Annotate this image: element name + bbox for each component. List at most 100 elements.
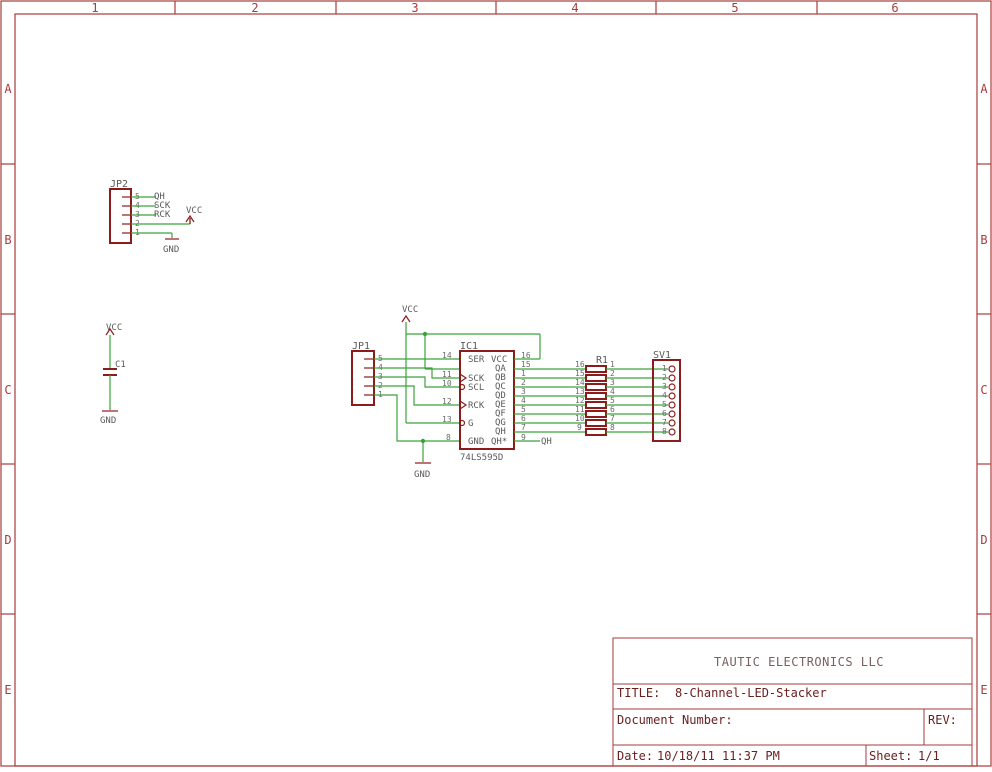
- jp1-ref: JP1: [352, 341, 370, 352]
- ic1-shift-register: IC1 SER SCK SCL RCK G GND VCC QA QB QC Q…: [442, 341, 531, 463]
- frame-column-labels: 1 2 3 4 5 6: [91, 1, 898, 15]
- r1-right-6: 6: [610, 405, 615, 414]
- title-value: 8-Channel-LED-Stacker: [675, 686, 827, 700]
- ic1-num-7: 7: [521, 423, 526, 432]
- r1-right-5: 5: [610, 396, 615, 405]
- company-name: TAUTIC ELECTRONICS LLC: [714, 655, 884, 669]
- column-label-6: 6: [891, 1, 898, 15]
- sv1-ref: SV1: [653, 350, 671, 361]
- r1-right-3: 3: [610, 378, 615, 387]
- sv1-pin-1: 1: [662, 364, 667, 373]
- column-label-5: 5: [731, 1, 738, 15]
- row-label-c-left: C: [4, 383, 11, 397]
- ic1-pin-qc: QC: [495, 382, 506, 392]
- row-label-e-right: E: [980, 683, 987, 697]
- r1-left-15: 15: [575, 369, 585, 378]
- sheet-value: 1/1: [918, 749, 940, 763]
- r1-left-9: 9: [577, 423, 582, 432]
- sv1-pin-2: 2: [662, 373, 667, 382]
- ic1-pin-sck: SCK: [468, 374, 485, 384]
- column-label-2: 2: [251, 1, 258, 15]
- ic1-num-10: 10: [442, 379, 452, 388]
- c1-ref: C1: [115, 360, 126, 370]
- ic1-output-wires: QH: [514, 358, 586, 447]
- ic1-num-13: 13: [442, 415, 452, 424]
- r1-right-2: 2: [610, 369, 615, 378]
- ic1-pin-qa: QA: [495, 364, 506, 374]
- frame-row-labels-right: A B C D E: [980, 82, 988, 697]
- row-label-a-right: A: [980, 82, 988, 96]
- r1-left-12: 12: [575, 396, 585, 405]
- r1-right-1: 1: [610, 360, 615, 369]
- ic1-ref: IC1: [460, 341, 478, 352]
- row-label-d-right: D: [980, 533, 987, 547]
- ic1-num-16: 16: [521, 351, 531, 360]
- row-label-d-left: D: [4, 533, 11, 547]
- ic1-pin-qb: QB: [495, 373, 506, 383]
- jp2-gnd-symbol: GND: [163, 233, 179, 255]
- sv1-pin-7: 7: [662, 418, 667, 427]
- ic1-num-5: 5: [521, 405, 526, 414]
- r1-sv1-wires: [606, 368, 668, 433]
- r1-left-13: 13: [575, 387, 585, 396]
- column-label-3: 3: [411, 1, 418, 15]
- jp2-gnd-label: GND: [163, 245, 179, 255]
- sv1-pin-4: 4: [662, 391, 667, 400]
- ic1-pin-vcc: VCC: [491, 355, 507, 365]
- row-label-c-right: C: [980, 383, 987, 397]
- ic1-num-11: 11: [442, 370, 452, 379]
- jp2-ref: JP2: [110, 179, 128, 190]
- ic1-part: 74LS595D: [460, 453, 503, 463]
- r1-left-11: 11: [575, 405, 585, 414]
- ic1-pin-qe: QE: [495, 400, 506, 410]
- c1-gnd-label: GND: [100, 416, 116, 426]
- r1-resistor-array: R1 16 15 14 13 12 11 10 9 1 2 3 4 5 6 7 …: [575, 355, 615, 436]
- ic1-pin-qh: QH: [495, 427, 506, 437]
- ic1-pin-g: G: [468, 419, 473, 429]
- ic1-pin-qg: QG: [495, 418, 506, 428]
- jp2-vcc-symbol: VCC: [185, 206, 202, 224]
- jp1-ic1-wires: [374, 358, 460, 442]
- ic1-num-12: 12: [442, 397, 452, 406]
- sv1-pin-6: 6: [662, 409, 667, 418]
- rev-label: REV:: [928, 713, 957, 727]
- ic1-pin-qh-star: QH*: [491, 437, 507, 447]
- ic1-num-2: 2: [521, 378, 526, 387]
- ic1-pin-qf: QF: [495, 409, 506, 419]
- r1-left-16: 16: [575, 360, 585, 369]
- frame-row-labels-left: A B C D E: [4, 82, 12, 697]
- sheet-label: Sheet:: [869, 749, 912, 763]
- ic1-num-3: 3: [521, 387, 526, 396]
- title-block: TAUTIC ELECTRONICS LLC TITLE: 8-Channel-…: [612, 637, 973, 767]
- ic1-qh-net-label: QH: [541, 437, 552, 447]
- c1-capacitor: VCC C1 GND: [100, 323, 126, 426]
- ic1-num-1: 1: [521, 369, 526, 378]
- c1-vcc-label: VCC: [106, 323, 122, 333]
- row-label-e-left: E: [4, 683, 11, 697]
- document-number-label: Document Number:: [617, 713, 733, 727]
- ic1-num-14: 14: [442, 351, 452, 360]
- sv1-pin-3: 3: [662, 382, 667, 391]
- row-label-b-left: B: [4, 233, 11, 247]
- sv1-pin-5: 5: [662, 400, 667, 409]
- ic1-pin-gnd: GND: [468, 437, 484, 447]
- r1-right-4: 4: [610, 387, 615, 396]
- ic1-vcc-symbol: VCC: [401, 305, 541, 424]
- ic1-pin-scl: SCL: [468, 383, 484, 393]
- column-label-4: 4: [571, 1, 578, 15]
- jp2-label-sck: SCK: [154, 201, 171, 211]
- sv1-header: SV1 1 2 3 4 5 6 7 8: [652, 350, 681, 442]
- r1-right-8: 8: [610, 423, 615, 432]
- r1-left-10: 10: [575, 414, 585, 423]
- date-label: Date:: [617, 749, 653, 763]
- r1-ref: R1: [596, 355, 608, 366]
- column-label-1: 1: [91, 1, 98, 15]
- r1-left-14: 14: [575, 378, 585, 387]
- ic1-num-6: 6: [521, 414, 526, 423]
- title-label: TITLE:: [617, 686, 660, 700]
- ic1-pin-rck: RCK: [468, 401, 485, 411]
- ic1-pin-qd: QD: [495, 391, 506, 401]
